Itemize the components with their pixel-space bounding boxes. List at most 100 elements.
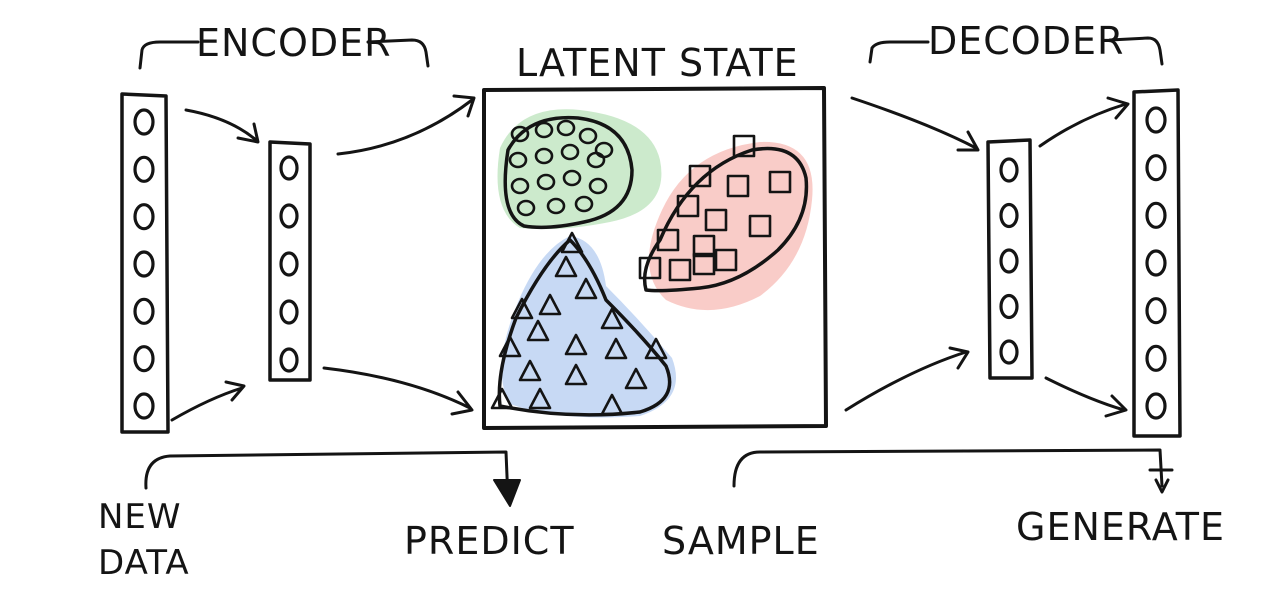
cluster-point [556,119,576,137]
cluster-point [588,177,608,195]
cluster-point [546,197,566,215]
neuron-node [279,203,299,229]
cluster-point [518,359,542,382]
cluster-point [644,337,668,360]
neuron-node [1145,297,1167,325]
neuron-node [133,155,155,183]
cluster-point [574,277,598,300]
neuron-node [1145,106,1167,134]
arrow-decoder-to-output-top [1038,96,1130,148]
cluster-point [668,258,692,282]
cluster-point [732,134,756,158]
cluster-point [768,170,792,194]
neuron-node [999,157,1019,183]
latent-state-label: LATENT STATE [516,41,799,85]
neuron-node [133,250,155,278]
cluster-point [510,297,534,320]
red-cluster [638,134,813,311]
cluster-point [526,319,550,342]
neuron-node [1145,344,1167,372]
arrow-hidden-to-latent-bottom [322,366,474,416]
cluster-point [490,387,514,410]
arrow-decoder-to-output-bottom [1044,376,1128,418]
generate-flow-arrow [732,448,1174,494]
encoder-hidden-layer [268,140,312,382]
predict-label: PREDICT [404,519,575,563]
neuron-node [133,108,155,136]
neuron-node [999,202,1019,229]
cluster-point [516,199,536,217]
neuron-node [279,251,299,277]
generate-label: GENERATE [1016,505,1225,549]
arrow-hidden-to-latent-top [336,94,476,156]
arrow-latent-to-decoder-top [850,96,980,152]
cluster-point [510,125,530,143]
cluster-point [600,393,624,416]
predict-flow-arrow [144,450,521,507]
arrow-latent-to-decoder-bottom [844,346,970,412]
cluster-point [692,234,716,258]
neuron-node [999,339,1019,365]
encoder-bracket [138,38,430,70]
cluster-point [704,208,728,232]
cluster-point [560,143,580,161]
cluster-point [688,164,712,188]
cluster-point [656,228,680,252]
neuron-node [133,203,155,231]
blue-cluster-blob [501,236,676,418]
cluster-point [638,256,662,280]
arrow-input-to-hidden-top [184,108,260,144]
new-data-label-line2: DATA [98,543,190,583]
cluster-point [692,252,716,276]
cluster-point [510,177,530,195]
blue-cluster [490,231,676,418]
neuron-node [999,248,1019,274]
neuron-node [279,347,299,373]
neuron-node [133,297,155,325]
neuron-node [1145,249,1167,277]
neuron-node [1145,392,1167,420]
cluster-point [586,151,606,169]
neuron-node [279,155,299,181]
cluster-point [604,337,628,360]
cluster-point [564,363,588,386]
neuron-node [1145,154,1167,182]
green-cluster [497,109,662,230]
decoder-label: DECODER [928,19,1124,63]
encoder-label: ENCODER [196,21,392,65]
neuron-node [999,293,1019,320]
encoder-input-layer [120,92,170,434]
cluster-point [508,151,528,169]
neuron-node [1145,201,1167,229]
neuron-node [279,299,299,325]
cluster-point [726,174,750,198]
decoder-output-layer [1132,88,1182,438]
cluster-point [564,333,588,356]
cluster-point [534,121,554,139]
cluster-point [624,367,648,390]
red-cluster-blob [648,141,813,311]
neuron-node [133,345,155,373]
cluster-point [560,231,584,254]
cluster-point [574,195,594,213]
cluster-point [536,173,556,191]
neuron-node [133,392,155,420]
cluster-point [554,255,578,278]
decoder-bracket [868,36,1164,66]
cluster-point [562,169,582,187]
arrow-input-to-hidden-bottom [170,380,246,422]
cluster-point [578,127,598,145]
cluster-point [676,194,700,218]
new-data-label-line1: NEW [98,497,182,537]
cluster-point [600,307,624,330]
latent-state-box [482,86,828,430]
cluster-point [714,248,738,272]
cluster-point [528,387,552,410]
cluster-point [498,335,522,358]
cluster-point [534,147,554,165]
decoder-hidden-layer [986,138,1034,380]
cluster-point [538,293,562,316]
sample-label: SAMPLE [662,519,820,563]
cluster-point [748,214,772,238]
